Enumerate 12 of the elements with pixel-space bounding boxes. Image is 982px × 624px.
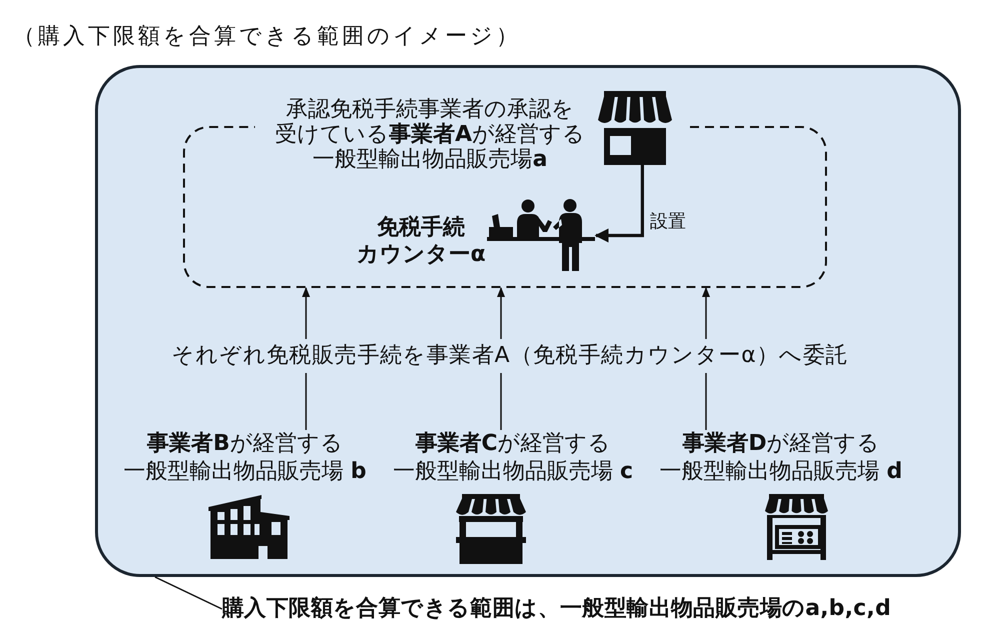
store-description: 承認免税手続事業者の承認を受けている事業者Aが経営する一般型輸出物品販売場a: [274, 97, 586, 172]
store-caption: 事業者Dが経営する一般型輸出物品販売場 d: [660, 430, 902, 486]
note-text: 購入下限額を合算できる範囲は、一般型輸出物品販売場のa,b,c,d: [222, 597, 892, 621]
title-text: （購入下限額を合算できる範囲のイメージ）: [13, 23, 521, 51]
rounded-region-box: [95, 65, 961, 577]
store-caption: 事業者Cが経営する一般型輸出物品販売場 c: [392, 430, 634, 486]
counter-label: 免税手続カウンターα: [356, 214, 486, 268]
store-caption: 事業者Bが経営する一般型輸出物品販売場 b: [124, 430, 366, 486]
edge-label: 設置: [650, 211, 686, 233]
arrow: [594, 165, 644, 242]
leader-line: [154, 576, 222, 610]
shop-icon: [598, 91, 672, 165]
